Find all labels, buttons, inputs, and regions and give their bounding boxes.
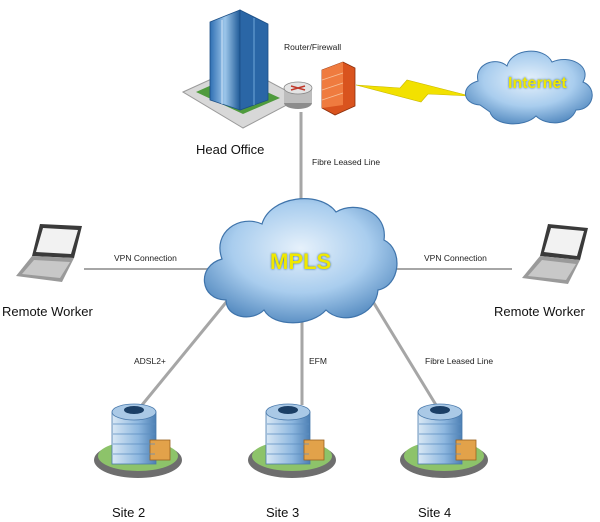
site3-building-icon [248,403,336,478]
connection-lines [84,112,512,406]
link-label-vpn-left: VPN Connection [114,253,177,263]
site4-label: Site 4 [418,505,452,520]
laptop-right-icon [522,224,588,284]
laptop-left-icon [16,224,82,282]
link-label-site4: Fibre Leased Line [425,356,494,366]
site4-building-icon [400,403,488,478]
link-label-head-office-mpls: Fibre Leased Line [312,157,381,167]
router-icon [283,81,313,109]
mpls-label: MPLS [270,249,332,274]
site3-label: Site 3 [266,505,300,520]
head-office-icon [181,9,302,129]
link-site2 [140,299,230,406]
site2-label: Site 2 [112,505,146,520]
internet-cloud-icon [465,50,593,125]
firewall-icon [321,61,356,116]
head-office-label: Head Office [196,142,265,157]
remote-worker-left-label: Remote Worker [2,304,93,319]
link-label-site3: EFM [309,356,327,366]
site2-building-icon [94,403,182,478]
link-label-vpn-right: VPN Connection [424,253,487,263]
mpls-cloud-icon [203,198,398,324]
lightning-icon [355,79,471,103]
link-label-site2: ADSL2+ [134,356,166,366]
remote-worker-right-label: Remote Worker [494,304,585,319]
internet-label: Internet [508,75,567,92]
link-site4 [370,299,438,406]
router-firewall-label: Router/Firewall [284,42,342,52]
